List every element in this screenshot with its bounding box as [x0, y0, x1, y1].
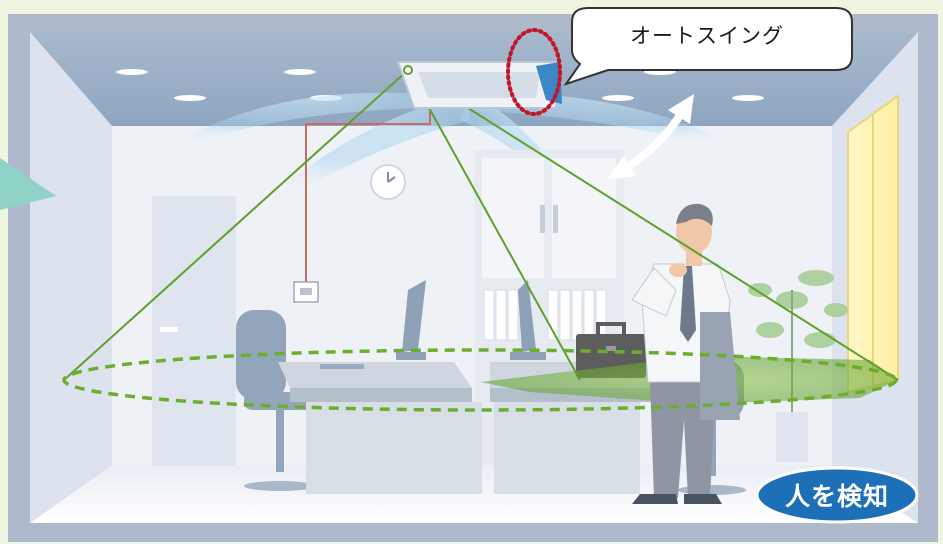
monitor-left [320, 280, 426, 369]
callout-label: オートスイング [630, 24, 784, 48]
desk-left [278, 362, 482, 494]
wiring [305, 110, 431, 282]
left-arrow-tip [0, 158, 56, 210]
wall-clock [370, 164, 406, 200]
monitor-right [510, 280, 546, 360]
person [631, 203, 740, 504]
badge-label: 人を検知 [784, 482, 889, 511]
ac-cassette-unit [396, 61, 562, 109]
potted-plant [748, 270, 848, 462]
detection-ring [62, 348, 898, 412]
callout-bubble [563, 7, 853, 86]
left-wall [30, 32, 112, 523]
detect-badge [755, 466, 919, 524]
louver-highlight [506, 28, 562, 116]
swing-arrow-icon [606, 94, 694, 180]
